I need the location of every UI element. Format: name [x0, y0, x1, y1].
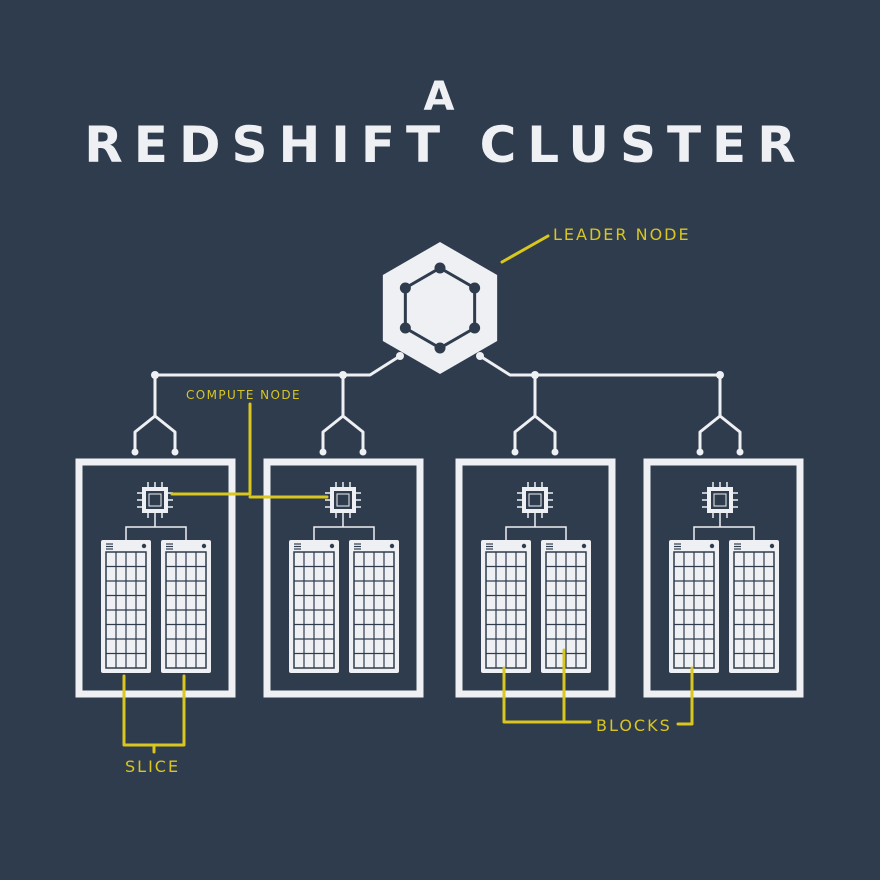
compute-node-frame [75, 458, 236, 698]
cpu-chip-core [711, 491, 729, 509]
compute-node-pointer-line [170, 402, 252, 496]
blocks-pointer-line-3 [676, 666, 694, 726]
slice-led-icon [141, 543, 147, 549]
compute-node-2 [263, 458, 424, 698]
right-trunk-line [478, 354, 722, 377]
slice-1 [669, 540, 719, 673]
fork-end-dot [736, 448, 744, 456]
blocks-label: BLOCKS [596, 716, 672, 735]
leader-node-vertex-dot [434, 262, 446, 274]
fork-line [133, 414, 177, 454]
cpu-chip-core [146, 491, 164, 509]
leader-node-pointer-line [500, 234, 550, 264]
compute-node-3 [455, 458, 616, 698]
slice-led-icon [769, 543, 775, 549]
chip-to-slice-line [505, 526, 567, 540]
slice-led-icon [389, 543, 395, 549]
fork-line [513, 414, 557, 454]
fork-end-dot [696, 448, 704, 456]
slice-2 [729, 540, 779, 673]
title-line-1: A [423, 74, 457, 120]
compute-node-frame [455, 458, 616, 698]
fork-end-dot [359, 448, 367, 456]
fork-end-dot [131, 448, 139, 456]
cpu-chip-die [336, 493, 350, 507]
chip-to-slice-line [313, 526, 375, 540]
fork-end-dot [171, 448, 179, 456]
cpu-chip-core [526, 491, 544, 509]
slice-label: SLICE [125, 757, 181, 776]
cpu-chip-die [148, 493, 162, 507]
compute-node-1 [75, 458, 236, 698]
compute-node-frame [643, 458, 804, 698]
fork-line [698, 414, 742, 454]
cpu-chip-die [713, 493, 727, 507]
fork-line [321, 414, 365, 454]
leader-node-vertex-dot [434, 342, 446, 354]
leader-node-vertex-dot [469, 322, 481, 334]
slice-1 [481, 540, 531, 673]
fork-end-dot [511, 448, 519, 456]
slice-led-icon [521, 543, 527, 549]
blocks-pointer-line [502, 666, 592, 724]
slice-led-icon [329, 543, 335, 549]
slice-bracket-line [122, 674, 186, 747]
slice-led-icon [581, 543, 587, 549]
slice-1 [289, 540, 339, 673]
slice-led-icon [709, 543, 715, 549]
compute-node-frame [263, 458, 424, 698]
cpu-chip-die [528, 493, 542, 507]
slice-2 [349, 540, 399, 673]
left-trunk-line [153, 354, 402, 377]
leader-node-vertex-dot [399, 322, 411, 334]
slice-led-icon [201, 543, 207, 549]
chip-to-slice-line [125, 526, 187, 540]
leader-node-hexagon [382, 242, 498, 374]
leader-node-label: LEADER NODE [553, 225, 691, 244]
slice-1 [101, 540, 151, 673]
leader-node-vertex-dot [399, 282, 411, 294]
slice-2 [161, 540, 211, 673]
cpu-chip-core [334, 491, 352, 509]
title-line-2: REDSHIFT CLUSTER [84, 116, 807, 174]
leader-node-vertex-dot [469, 282, 481, 294]
chip-to-slice-line [693, 526, 755, 540]
fork-end-dot [551, 448, 559, 456]
fork-end-dot [319, 448, 327, 456]
compute-node-label: COMPUTE NODE [186, 388, 301, 402]
compute-node-4 [643, 458, 804, 698]
slice-2 [541, 540, 591, 673]
